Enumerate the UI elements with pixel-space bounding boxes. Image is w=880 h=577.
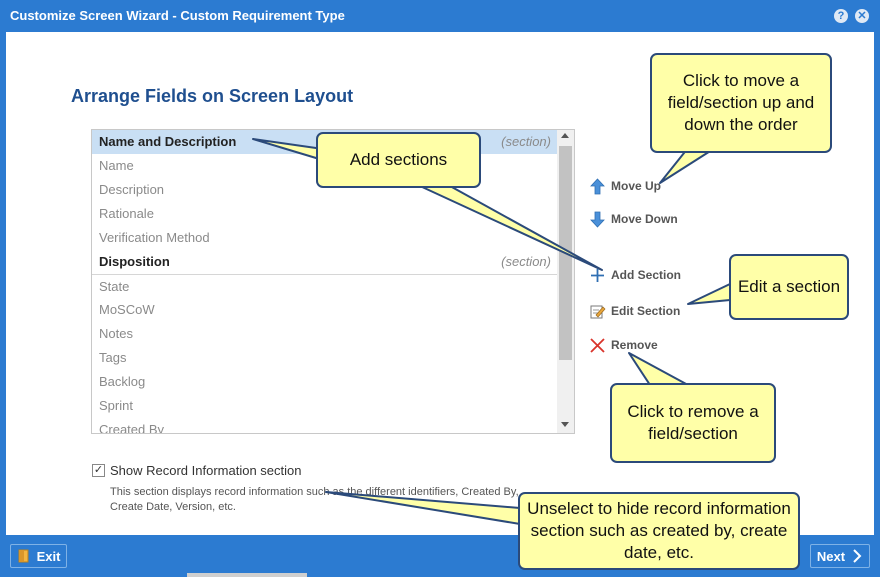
list-item[interactable]: State: [92, 274, 557, 298]
move-down-label: Move Down: [611, 212, 678, 226]
page-title: Arrange Fields on Screen Layout: [71, 86, 354, 106]
edit-section-label: Edit Section: [611, 304, 681, 318]
remove-button[interactable]: Remove: [589, 335, 658, 355]
list-item[interactable]: Rationale: [92, 202, 557, 226]
window-border-left: [0, 32, 6, 544]
window-title: Customize Screen Wizard - Custom Require…: [10, 8, 345, 23]
callout-unselect: Unselect to hide record information sect…: [518, 492, 800, 570]
scroll-up-icon[interactable]: [561, 133, 569, 138]
scroll-down-icon[interactable]: [561, 422, 569, 427]
bottom-strip: [187, 573, 307, 577]
show-record-info-label[interactable]: Show Record Information section: [110, 463, 302, 478]
arrow-down-icon: [589, 211, 606, 228]
list-scrollbar[interactable]: [557, 130, 574, 433]
list-item-label: Name and Description: [99, 134, 237, 149]
window-border-right: [874, 32, 880, 544]
move-down-button[interactable]: Move Down: [589, 209, 678, 229]
move-up-button[interactable]: Move Up: [589, 176, 661, 196]
remove-label: Remove: [611, 338, 658, 352]
edit-section-button[interactable]: Edit Section: [589, 301, 680, 321]
add-section-button[interactable]: Add Section: [589, 265, 681, 285]
callout-add-sections: Add sections: [316, 132, 481, 188]
list-item[interactable]: Notes: [92, 322, 557, 346]
list-item-label: Description: [99, 182, 165, 197]
add-section-label: Add Section: [611, 268, 682, 282]
help-icon[interactable]: ?: [834, 9, 848, 23]
section-tag: (section): [501, 134, 551, 149]
door-icon: [18, 549, 29, 563]
list-item-label: Created By: [99, 422, 165, 434]
exit-button[interactable]: Exit: [10, 544, 67, 568]
arrow-up-icon: [589, 177, 606, 195]
list-item[interactable]: Tags: [92, 346, 557, 370]
callout-remove: Click to remove a field/section: [610, 383, 776, 463]
list-item-label: Name: [99, 158, 134, 173]
scroll-thumb[interactable]: [559, 146, 572, 360]
list-item-label: Tags: [99, 350, 127, 365]
plus-icon: [589, 267, 606, 284]
list-item[interactable]: Backlog: [92, 370, 557, 394]
list-item[interactable]: Sprint: [92, 394, 557, 418]
callout-move: Click to move a field/section up and dow…: [650, 53, 832, 153]
list-item[interactable]: Created By: [92, 418, 557, 434]
list-item-label: Notes: [99, 326, 133, 341]
list-item-label: MoSCoW: [99, 302, 155, 317]
section-tag: (section): [501, 254, 551, 269]
exit-label: Exit: [36, 548, 61, 564]
callout-pointer-move: [659, 147, 716, 184]
list-item-label: Verification Method: [99, 230, 210, 245]
callout-edit-section: Edit a section: [729, 254, 849, 320]
edit-icon: [589, 303, 606, 320]
list-item[interactable]: MoSCoW: [92, 298, 557, 322]
list-item-label: Sprint: [99, 398, 133, 413]
list-item-label: State: [99, 279, 130, 294]
record-info-description: This section displays record information…: [110, 486, 519, 513]
title-bar: Customize Screen Wizard - Custom Require…: [0, 0, 880, 32]
list-item-label: Rationale: [99, 206, 154, 221]
callout-pointer-edit: [687, 283, 731, 305]
list-item-label: Backlog: [99, 374, 146, 389]
close-icon[interactable]: ✕: [855, 9, 869, 23]
list-item-section[interactable]: Disposition (section): [92, 250, 557, 274]
list-item[interactable]: Name: [92, 154, 557, 178]
show-record-info-checkbox[interactable]: ✓: [92, 464, 105, 477]
next-label: Next: [816, 548, 846, 564]
chevron-right-icon: [853, 549, 862, 563]
callout-pointer-remove: [628, 352, 689, 386]
list-item[interactable]: Description: [92, 178, 557, 202]
list-item-label: Disposition: [99, 254, 170, 269]
next-button[interactable]: Next: [810, 544, 870, 568]
list-item[interactable]: Verification Method: [92, 226, 557, 250]
move-up-label: Move Up: [611, 179, 662, 193]
remove-x-icon: [589, 337, 606, 354]
